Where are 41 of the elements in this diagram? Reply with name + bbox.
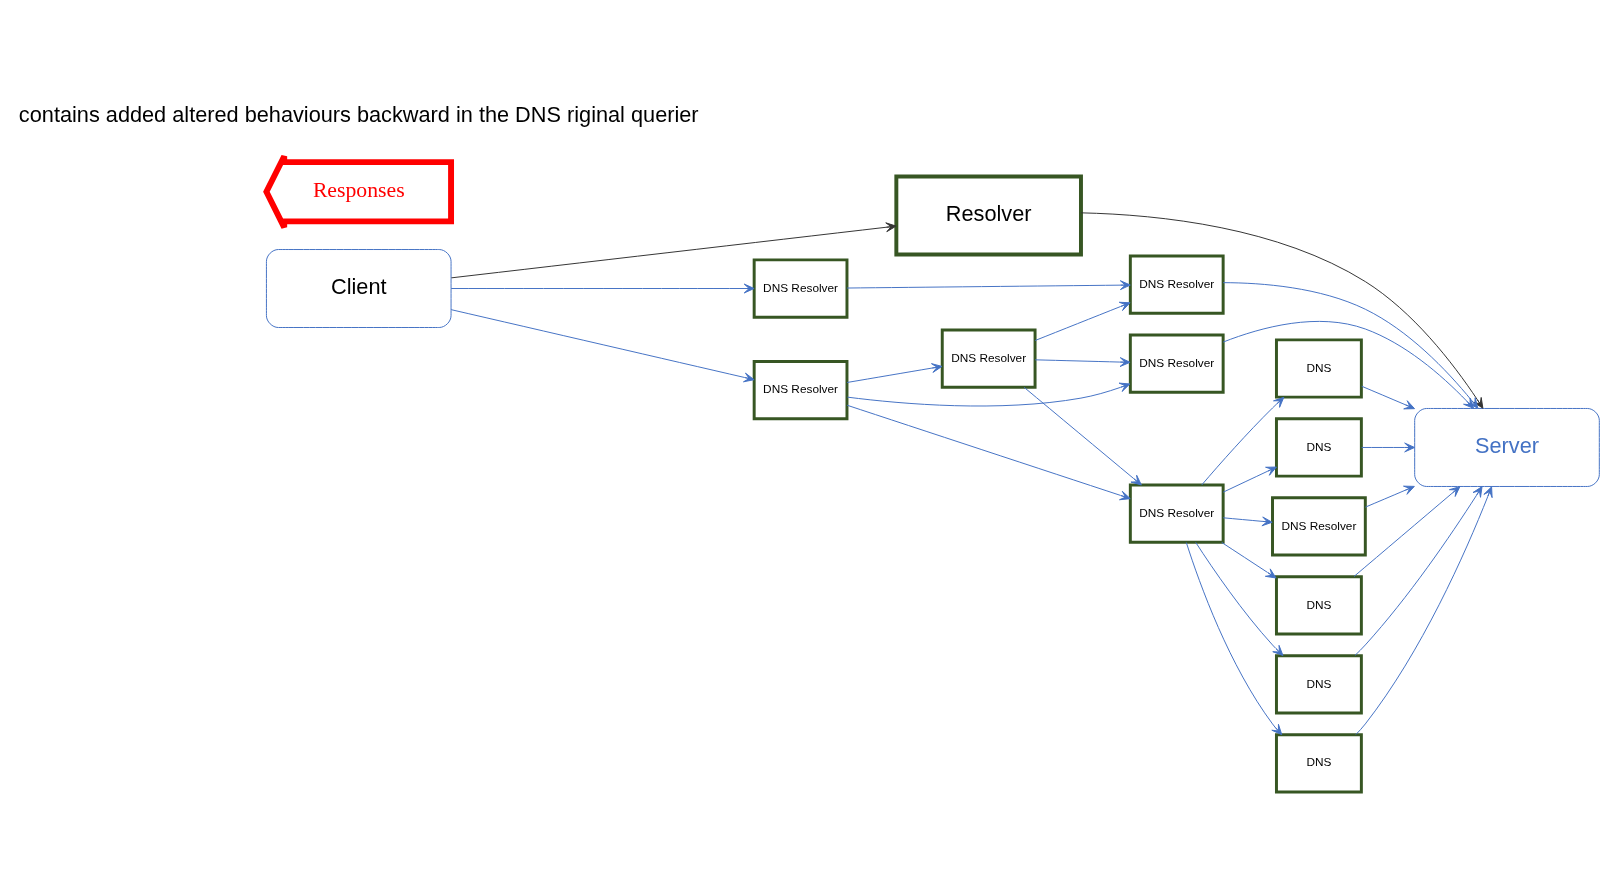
node-box: DNS [1275, 338, 1363, 399]
node-box: DNS Resolver [752, 258, 849, 319]
arrow [1353, 486, 1461, 577]
arrow [1201, 396, 1285, 486]
arrow [1222, 516, 1273, 527]
arrow [846, 404, 1131, 501]
arrow [1354, 486, 1483, 656]
node-box: Server [1414, 408, 1600, 487]
arrow [1222, 282, 1479, 409]
node-box: DNS [1275, 733, 1363, 794]
node-box: Client [265, 249, 452, 328]
arrow [1023, 386, 1142, 486]
node-box: Resolver [894, 174, 1083, 257]
arrow [1222, 320, 1475, 409]
node-box: DNS [1275, 654, 1363, 715]
arrow [846, 280, 1131, 291]
arrow [450, 283, 755, 294]
arrow [1034, 357, 1131, 367]
node-box: DNS Resolver [1271, 496, 1367, 557]
node-box: DNS Resolver [1128, 333, 1225, 394]
arrow [1221, 541, 1277, 579]
arrow [1361, 442, 1416, 453]
arrow [846, 382, 1131, 407]
label: contains added altered behaviours backward in the DNS riginal querier [18, 102, 699, 128]
arrow [1222, 466, 1277, 493]
arrow [1355, 486, 1493, 735]
node-box: DNS [1275, 575, 1363, 636]
node-box: DNS Resolver [940, 328, 1037, 389]
arrow [1034, 301, 1131, 341]
node-box: DNS [1275, 417, 1363, 478]
arrow [1080, 212, 1484, 409]
arrow [450, 309, 755, 383]
arrow [1361, 385, 1416, 410]
node-box: DNS Resolver [1128, 254, 1225, 315]
arrow [450, 222, 897, 279]
arrow [1195, 541, 1284, 656]
arrow [1364, 485, 1415, 508]
arrow [1185, 542, 1283, 736]
arrow [846, 363, 943, 383]
node-box: DNS Resolver [752, 360, 849, 421]
node-box: DNS Resolver [1128, 483, 1225, 544]
